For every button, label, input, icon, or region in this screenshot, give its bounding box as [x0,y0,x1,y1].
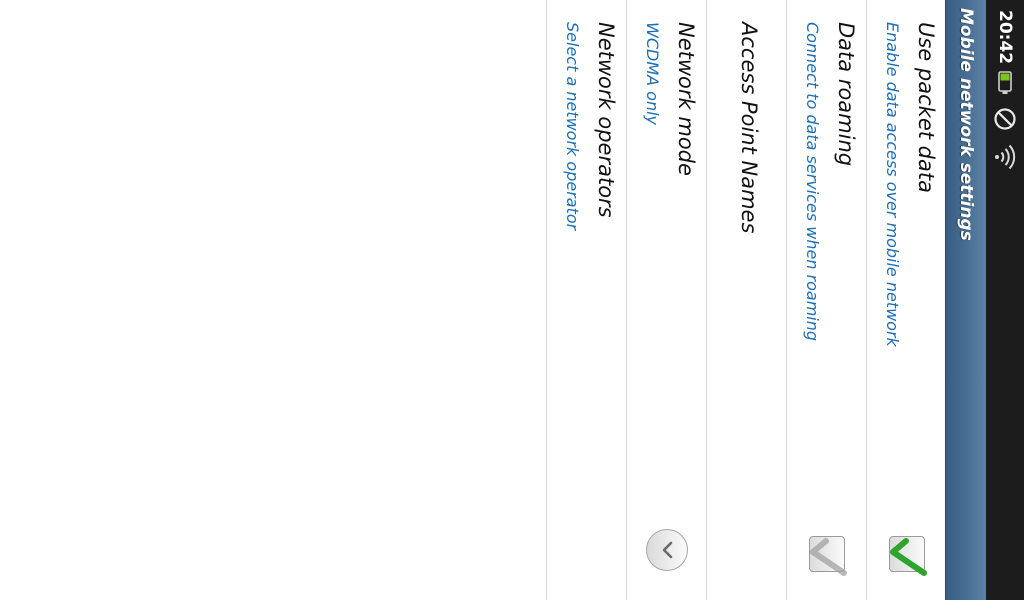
data-roaming-row[interactable]: Data roaming Connect to data services wh… [786,0,866,600]
use-packet-data-checkbox[interactable] [889,536,927,576]
access-point-names-title: Access Point Names [737,22,761,234]
title-bar: Mobile network settings [945,0,986,600]
status-bar: 20:42 [986,0,1024,600]
status-time: 20:42 [995,10,1015,65]
use-packet-data-title: Use packet data [914,22,938,193]
unchecked-mark-icon [810,538,847,576]
battery-icon [993,70,1017,96]
access-point-names-row[interactable]: Access Point Names [706,0,786,600]
settings-list: Use packet data Enable data access over … [546,0,946,600]
no-sim-icon [993,106,1017,132]
network-operators-row[interactable]: Network operators Select a network opera… [546,0,626,600]
network-mode-summary: WCDMA only [643,22,662,125]
use-packet-data-summary: Enable data access over mobile network [883,22,902,347]
use-packet-data-row[interactable]: Use packet data Enable data access over … [866,0,946,600]
chevron-down-icon [662,541,673,559]
page-title: Mobile network settings [956,8,976,241]
network-operators-summary: Select a network operator [563,22,582,231]
data-roaming-title: Data roaming [834,22,858,167]
check-mark-icon [890,538,927,576]
network-mode-dropdown[interactable] [646,529,688,571]
network-mode-row[interactable]: Network mode WCDMA only [626,0,706,600]
data-roaming-summary: Connect to data services when roaming [803,22,822,342]
network-operators-title: Network operators [594,22,618,218]
wifi-icon [993,144,1017,170]
data-roaming-checkbox[interactable] [809,536,847,576]
network-mode-title: Network mode [674,22,698,176]
